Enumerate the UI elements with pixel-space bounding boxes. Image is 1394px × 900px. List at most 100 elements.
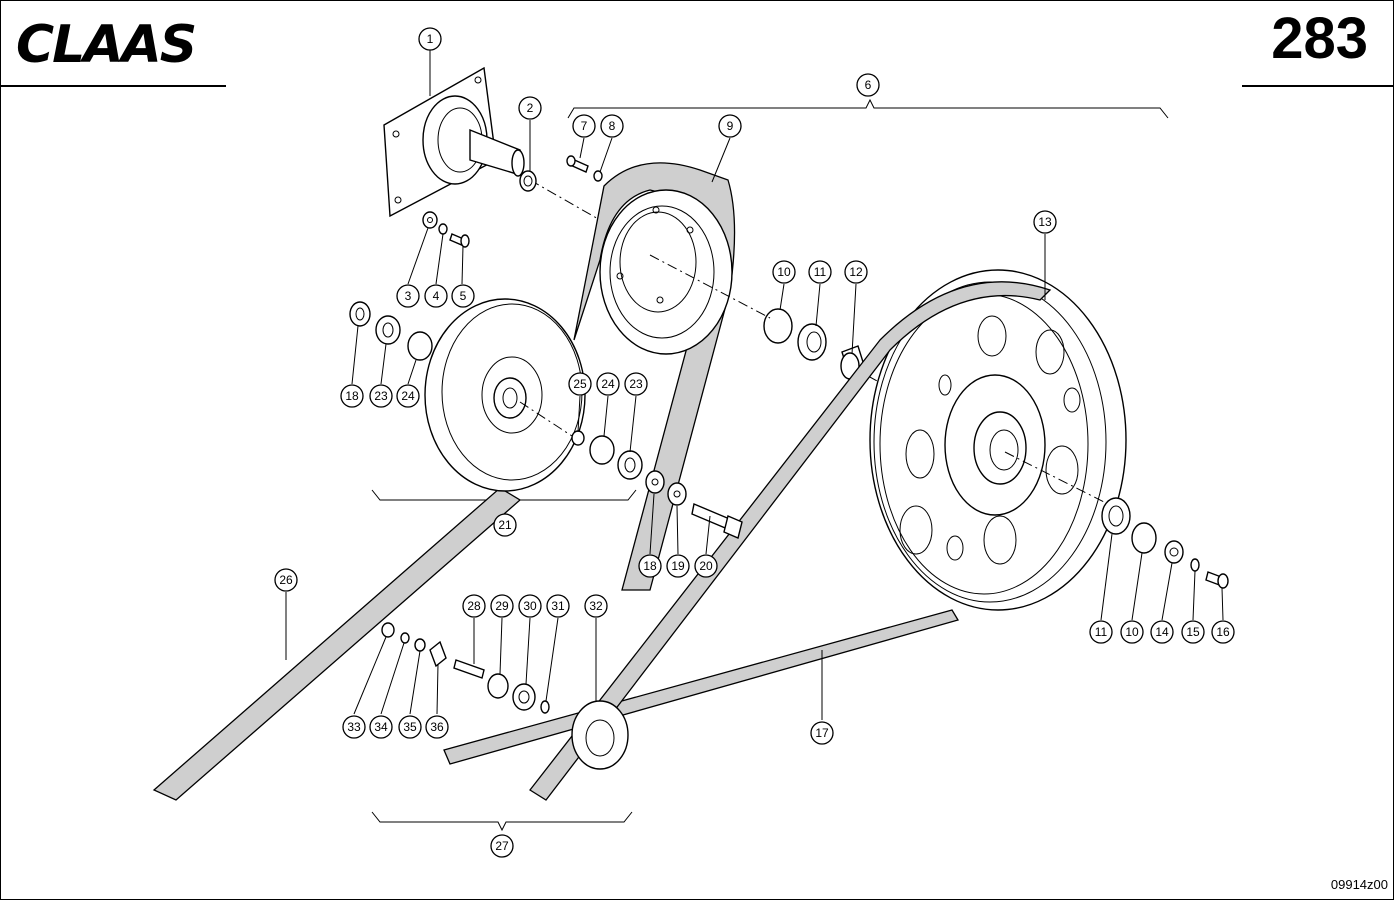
svg-text:11: 11 (1095, 625, 1108, 639)
part-lockwasher-15 (1190, 558, 1200, 572)
logo-wordmark: CLAAS (16, 15, 195, 70)
svg-text:25: 25 (573, 377, 587, 391)
svg-text:6: 6 (865, 78, 872, 92)
svg-text:28: 28 (467, 599, 481, 613)
callout-11b: 11 (1089, 620, 1113, 644)
svg-text:34: 34 (374, 720, 388, 734)
svg-text:30: 30 (523, 599, 537, 613)
callout-23a: 23 (369, 384, 393, 408)
callout-6: 6 (856, 73, 880, 97)
axis-line-9 (649, 254, 771, 319)
svg-text:2: 2 (527, 101, 534, 115)
svg-text:11: 11 (814, 265, 827, 279)
callout-25: 25 (568, 372, 592, 396)
bracket-group-6 (567, 98, 1169, 119)
svg-text:17: 17 (815, 726, 829, 740)
svg-text:23: 23 (629, 377, 643, 391)
svg-text:18: 18 (643, 559, 657, 573)
part-circlip-10b (1131, 522, 1157, 554)
svg-text:26: 26 (279, 573, 293, 587)
belt-26 (152, 487, 522, 801)
part-plate-36 (429, 640, 447, 668)
svg-text:7: 7 (581, 119, 588, 133)
part-washer-8 (593, 170, 603, 182)
axis-line-1 (529, 179, 601, 221)
callout-24a: 24 (396, 384, 420, 408)
part-washer-14 (1164, 540, 1184, 564)
part-lockwasher-4 (438, 223, 448, 235)
part-tension-pulley-32 (571, 700, 629, 770)
part-gearbox-mount (383, 66, 525, 218)
part-circlip-29 (487, 673, 509, 699)
drawing-code: 09914z00 (1330, 877, 1388, 892)
claas-logo: CLAAS (16, 15, 197, 70)
callout-36: 36 (425, 715, 449, 739)
svg-text:14: 14 (1155, 625, 1169, 639)
callout-16: 16 (1211, 620, 1235, 644)
svg-text:8: 8 (609, 119, 616, 133)
svg-text:19: 19 (671, 559, 685, 573)
callout-4: 4 (424, 284, 448, 308)
svg-text:33: 33 (347, 720, 361, 734)
callout-24b: 24 (596, 372, 620, 396)
svg-text:12: 12 (849, 265, 863, 279)
callout-20: 20 (694, 554, 718, 578)
svg-text:36: 36 (430, 720, 444, 734)
part-bolt-20 (691, 503, 743, 539)
part-bolt-16 (1205, 571, 1229, 589)
svg-text:13: 13 (1038, 215, 1052, 229)
part-upper-pulley (573, 162, 736, 591)
part-washer-19 (667, 482, 687, 506)
part-bushing (519, 170, 537, 192)
callout-3: 3 (396, 284, 420, 308)
svg-text:5: 5 (460, 289, 467, 303)
svg-text:3: 3 (405, 289, 412, 303)
callout-11a: 11 (808, 260, 832, 284)
page-number: 283 (1271, 6, 1368, 71)
part-washer-35 (414, 638, 426, 652)
svg-text:24: 24 (401, 389, 415, 403)
part-idler-pulley (424, 298, 586, 492)
callout-27: 27 (490, 834, 514, 858)
callout-13: 13 (1033, 210, 1057, 234)
svg-text:10: 10 (1125, 625, 1139, 639)
callout-14: 14 (1150, 620, 1174, 644)
part-bearing-30 (512, 683, 536, 711)
callout-21: 21 (493, 513, 517, 537)
part-bearing-23a (375, 315, 401, 345)
part-washer-18b (645, 470, 665, 494)
callout-8: 8 (600, 114, 624, 138)
callout-29: 29 (490, 594, 514, 618)
part-bolt-5 (449, 233, 470, 248)
part-seal-18a (349, 301, 371, 327)
svg-text:27: 27 (495, 839, 509, 853)
bracket-group-27 (371, 811, 633, 832)
callout-15: 15 (1181, 620, 1205, 644)
part-ring-25 (571, 430, 585, 446)
callout-31: 31 (546, 594, 570, 618)
svg-text:15: 15 (1186, 625, 1200, 639)
part-nut-33 (381, 622, 395, 638)
svg-text:20: 20 (699, 559, 713, 573)
callout-32: 32 (584, 594, 608, 618)
svg-text:4: 4 (433, 289, 440, 303)
callout-19: 19 (666, 554, 690, 578)
svg-text:1: 1 (427, 32, 434, 46)
callout-2: 2 (518, 96, 542, 120)
part-ring-31 (540, 700, 550, 714)
svg-text:18: 18 (345, 389, 359, 403)
part-washer-34 (400, 632, 410, 644)
svg-text:31: 31 (551, 599, 565, 613)
callout-28: 28 (462, 594, 486, 618)
leader-lines (285, 50, 1224, 720)
callout-34: 34 (369, 715, 393, 739)
svg-text:24: 24 (601, 377, 615, 391)
svg-text:32: 32 (589, 599, 603, 613)
callout-26: 26 (274, 568, 298, 592)
callout-7: 7 (572, 114, 596, 138)
part-circlip-10a (763, 308, 793, 344)
svg-text:16: 16 (1216, 625, 1230, 639)
svg-text:23: 23 (374, 389, 388, 403)
callout-5: 5 (451, 284, 475, 308)
